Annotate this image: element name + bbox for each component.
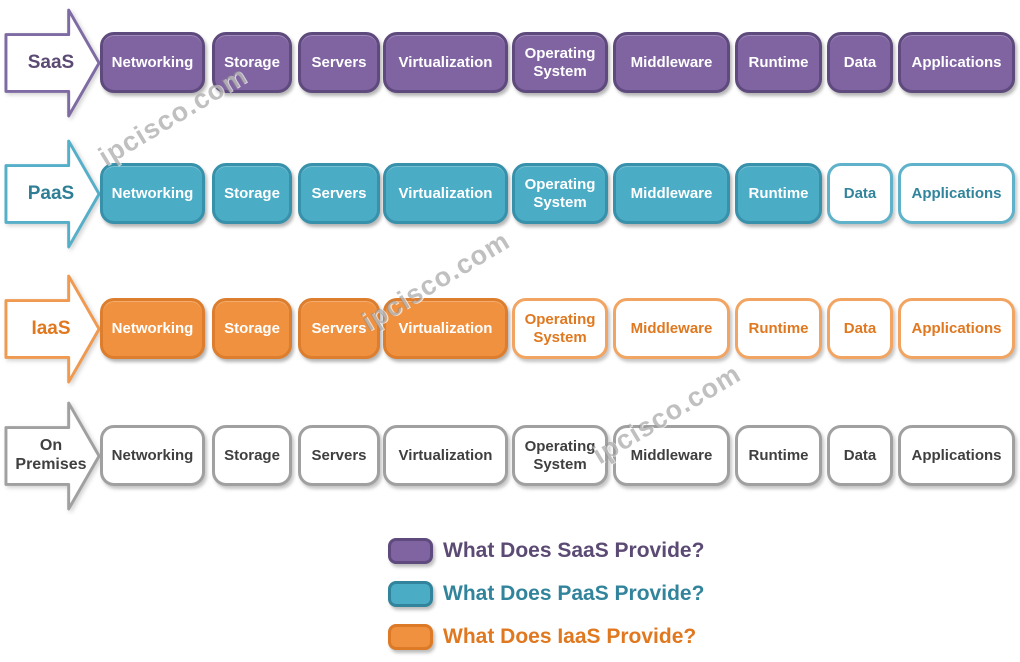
paas-arrow-shape bbox=[4, 139, 101, 249]
saas-arrow bbox=[4, 8, 101, 118]
box-saas-data: Data bbox=[827, 32, 893, 93]
box-saas-middleware: Middleware bbox=[613, 32, 730, 93]
box-label: Operating System bbox=[524, 438, 596, 473]
box-iaas-middleware: Middleware bbox=[613, 298, 730, 359]
box-label: Applications bbox=[911, 53, 1002, 71]
box-label: Data bbox=[843, 319, 877, 337]
box-label: Applications bbox=[911, 319, 1002, 337]
box-paas-middleware: Middleware bbox=[613, 163, 730, 224]
box-saas-runtime: Runtime bbox=[735, 32, 822, 93]
box-label: Servers bbox=[311, 53, 367, 71]
box-paas-virtualization: Virtualization bbox=[383, 163, 508, 224]
box-label: Operating System bbox=[524, 45, 596, 80]
box-paas-networking: Networking bbox=[100, 163, 205, 224]
box-label: Operating System bbox=[524, 176, 596, 211]
box-label: Operating System bbox=[524, 311, 596, 346]
box-label: Middleware bbox=[630, 184, 713, 202]
box-on-premises-runtime: Runtime bbox=[735, 425, 822, 486]
box-label: Middleware bbox=[630, 319, 713, 337]
box-label: Runtime bbox=[748, 53, 809, 71]
legend-swatch-iaas bbox=[388, 624, 433, 650]
box-on-premises-data: Data bbox=[827, 425, 893, 486]
box-label: Data bbox=[843, 184, 877, 202]
legend-label-iaas: What Does IaaS Provide? bbox=[443, 625, 697, 648]
legend-swatch-saas bbox=[388, 538, 433, 564]
box-on-premises-storage: Storage bbox=[212, 425, 292, 486]
box-label: Virtualization bbox=[398, 319, 493, 337]
box-on-premises-operating-system: Operating System bbox=[512, 425, 608, 486]
box-paas-applications: Applications bbox=[898, 163, 1015, 224]
box-label: Networking bbox=[111, 53, 194, 71]
box-iaas-networking: Networking bbox=[100, 298, 205, 359]
box-label: Runtime bbox=[748, 319, 809, 337]
box-label: Virtualization bbox=[398, 446, 493, 464]
box-saas-servers: Servers bbox=[298, 32, 380, 93]
box-label: Storage bbox=[224, 319, 280, 337]
box-label: Data bbox=[843, 446, 877, 464]
box-label: Storage bbox=[224, 53, 280, 71]
box-paas-servers: Servers bbox=[298, 163, 380, 224]
box-label: Servers bbox=[311, 446, 367, 464]
box-label: Networking bbox=[111, 446, 194, 464]
box-label: Runtime bbox=[748, 184, 809, 202]
box-label: Middleware bbox=[630, 446, 713, 464]
box-saas-virtualization: Virtualization bbox=[383, 32, 508, 93]
legend-label-paas: What Does PaaS Provide? bbox=[443, 582, 705, 605]
box-iaas-operating-system: Operating System bbox=[512, 298, 608, 359]
legend-label-saas: What Does SaaS Provide? bbox=[443, 539, 705, 562]
box-paas-operating-system: Operating System bbox=[512, 163, 608, 224]
iaas-arrow bbox=[4, 274, 101, 384]
on-premises-arrow bbox=[4, 401, 101, 511]
box-label: Storage bbox=[224, 446, 280, 464]
box-label: Virtualization bbox=[398, 184, 493, 202]
box-paas-storage: Storage bbox=[212, 163, 292, 224]
box-iaas-servers: Servers bbox=[298, 298, 380, 359]
box-label: Storage bbox=[224, 184, 280, 202]
box-on-premises-applications: Applications bbox=[898, 425, 1015, 486]
box-label: Runtime bbox=[748, 446, 809, 464]
box-saas-storage: Storage bbox=[212, 32, 292, 93]
box-on-premises-virtualization: Virtualization bbox=[383, 425, 508, 486]
box-iaas-applications: Applications bbox=[898, 298, 1015, 359]
box-on-premises-servers: Servers bbox=[298, 425, 380, 486]
box-saas-operating-system: Operating System bbox=[512, 32, 608, 93]
on-premises-arrow-shape bbox=[4, 401, 101, 511]
box-iaas-runtime: Runtime bbox=[735, 298, 822, 359]
paas-label: PaaS bbox=[27, 182, 75, 204]
box-label: Virtualization bbox=[398, 53, 493, 71]
box-label: Applications bbox=[911, 184, 1002, 202]
box-on-premises-middleware: Middleware bbox=[613, 425, 730, 486]
box-saas-applications: Applications bbox=[898, 32, 1015, 93]
box-label: Data bbox=[843, 53, 877, 71]
saas-arrow-shape bbox=[4, 8, 101, 118]
box-label: Networking bbox=[111, 319, 194, 337]
box-label: Servers bbox=[311, 319, 367, 337]
iaas-label: IaaS bbox=[31, 317, 71, 339]
box-on-premises-networking: Networking bbox=[100, 425, 205, 486]
iaas-arrow-shape bbox=[4, 274, 101, 384]
box-label: Networking bbox=[111, 184, 194, 202]
saas-label: SaaS bbox=[27, 51, 75, 73]
box-paas-runtime: Runtime bbox=[735, 163, 822, 224]
box-label: Servers bbox=[311, 184, 367, 202]
box-label: Middleware bbox=[630, 53, 713, 71]
legend-swatch-paas bbox=[388, 581, 433, 607]
on-premises-label: On Premises bbox=[15, 437, 87, 473]
box-saas-networking: Networking bbox=[100, 32, 205, 93]
box-iaas-storage: Storage bbox=[212, 298, 292, 359]
box-iaas-data: Data bbox=[827, 298, 893, 359]
box-paas-data: Data bbox=[827, 163, 893, 224]
box-label: Applications bbox=[911, 446, 1002, 464]
box-iaas-virtualization: Virtualization bbox=[383, 298, 508, 359]
paas-arrow bbox=[4, 139, 101, 249]
